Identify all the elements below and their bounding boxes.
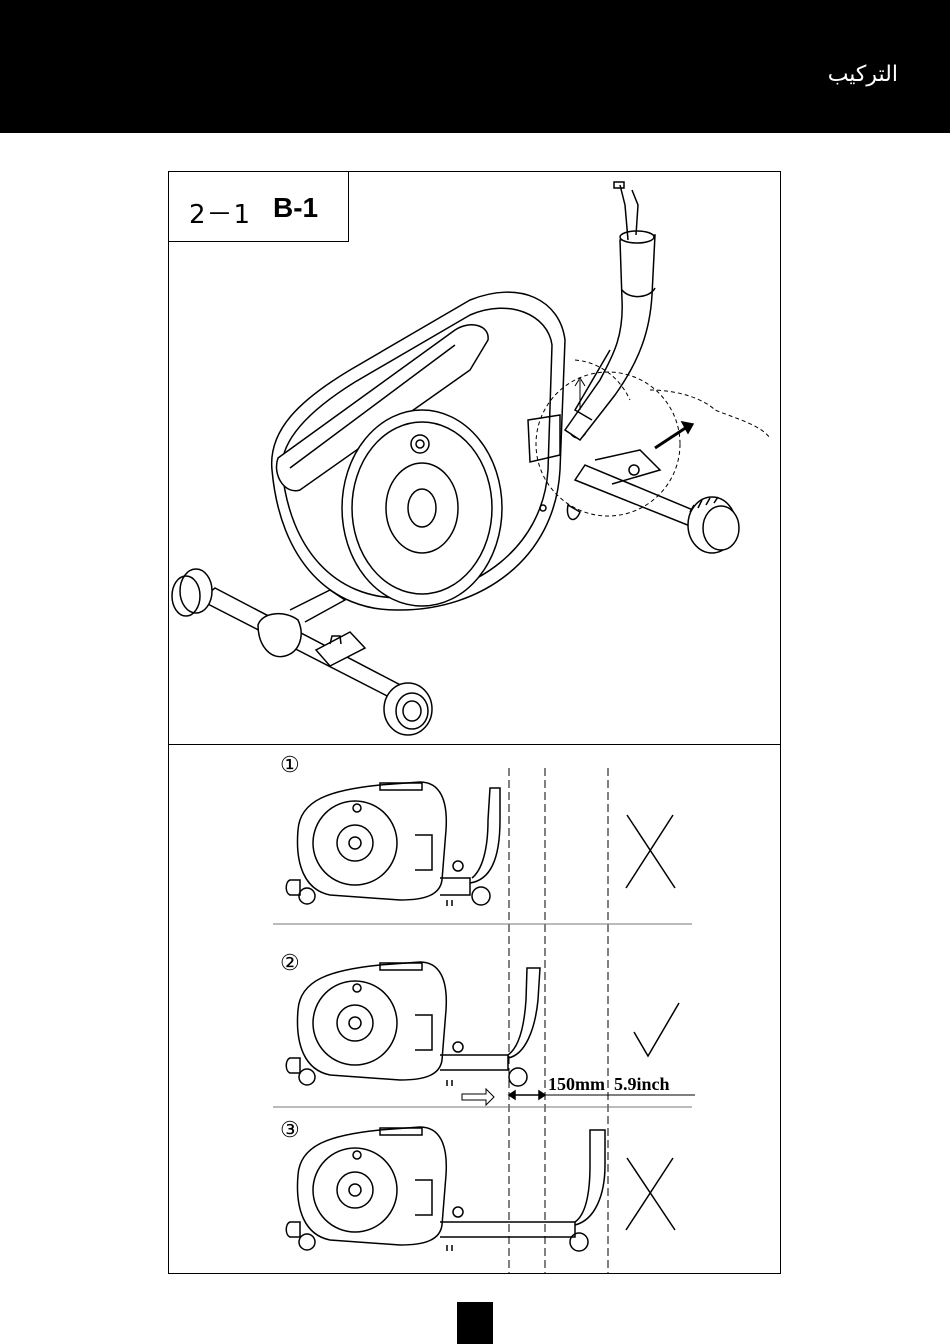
step-code: B-1 bbox=[273, 192, 318, 224]
step-number: 2－1 bbox=[189, 194, 251, 231]
measurement-label: 150mm 5.9inch bbox=[548, 1074, 670, 1094]
option-2-label: ② bbox=[280, 950, 300, 975]
option-3-figure bbox=[286, 1127, 605, 1251]
cross-mark-icon bbox=[626, 815, 675, 888]
cross-mark-icon bbox=[626, 1158, 675, 1230]
option-1-figure bbox=[286, 782, 500, 906]
bike-main-illustration bbox=[172, 182, 770, 735]
step-label-box: 2－1 B-1 bbox=[168, 171, 349, 242]
page-number-marker bbox=[457, 1302, 493, 1344]
option-3-label: ③ bbox=[280, 1117, 300, 1142]
arrow-right-icon bbox=[462, 1089, 494, 1105]
check-mark-icon bbox=[634, 1003, 679, 1056]
option-1-label: ① bbox=[280, 752, 300, 777]
